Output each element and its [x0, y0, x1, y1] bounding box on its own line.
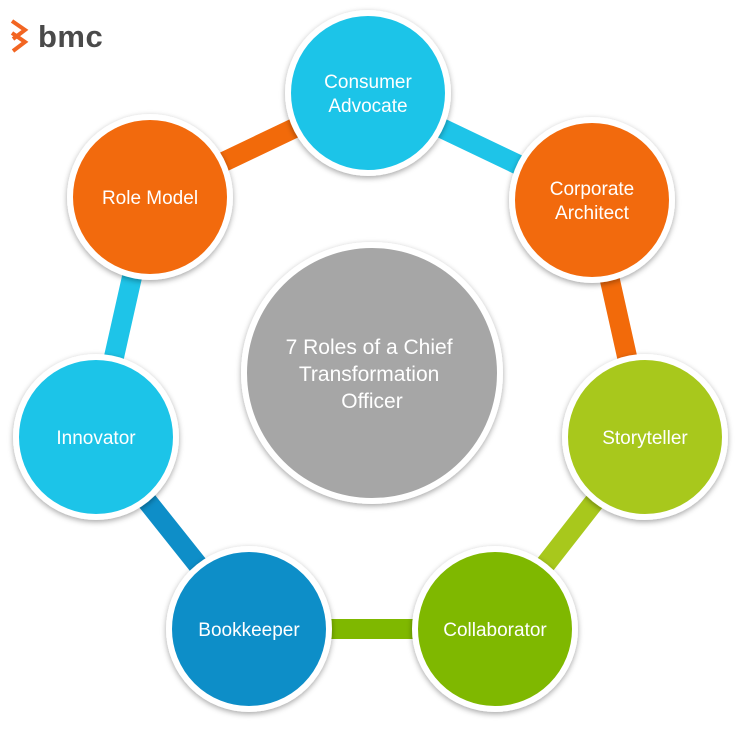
bmc-logo-text: bmc	[38, 18, 104, 54]
role-circle-storyteller	[562, 354, 728, 520]
center-title-line-1: 7 Roles of a Chief	[286, 336, 453, 359]
role-label-role-model: Role Model	[102, 188, 198, 209]
role-label-line: Bookkeeper	[198, 620, 300, 641]
role-label-storyteller: Storyteller	[602, 428, 688, 449]
role-label-line: Architect	[555, 203, 630, 224]
role-label-line: Corporate	[550, 179, 635, 200]
center-title: 7 Roles of a Chief Transformation Office…	[286, 336, 459, 413]
role-circle-corporate-architect	[509, 117, 675, 283]
center-circle: 7 Roles of a Chief Transformation Office…	[241, 242, 503, 504]
role-circle-role-model	[67, 114, 233, 280]
role-circle-innovator	[13, 354, 179, 520]
role-circle-collaborator	[412, 546, 578, 712]
role-circle-consumer-advocate	[285, 10, 451, 176]
role-label-line: Advocate	[328, 96, 407, 117]
role-node-innovator: Innovator	[13, 354, 179, 520]
role-circle-bookkeeper	[166, 546, 332, 712]
role-label-line: Storyteller	[602, 428, 688, 449]
center-title-line-3: Officer	[341, 390, 402, 413]
role-node-storyteller: Storyteller	[562, 354, 728, 520]
role-label-line: Innovator	[56, 428, 136, 449]
role-label-collaborator: Collaborator	[443, 620, 547, 641]
bmc-logo-mark-icon	[10, 19, 29, 53]
role-node-collaborator: Collaborator	[412, 546, 578, 712]
role-label-line: Consumer	[324, 72, 412, 93]
center-title-line-2: Transformation	[299, 363, 439, 386]
role-label-bookkeeper: Bookkeeper	[198, 620, 300, 641]
role-node-role-model: Role Model	[67, 114, 233, 280]
role-label-line: Role Model	[102, 188, 198, 209]
role-node-bookkeeper: Bookkeeper	[166, 546, 332, 712]
bmc-logo: bmc	[8, 18, 103, 54]
role-label-line: Collaborator	[443, 620, 547, 641]
role-label-innovator: Innovator	[56, 428, 136, 449]
